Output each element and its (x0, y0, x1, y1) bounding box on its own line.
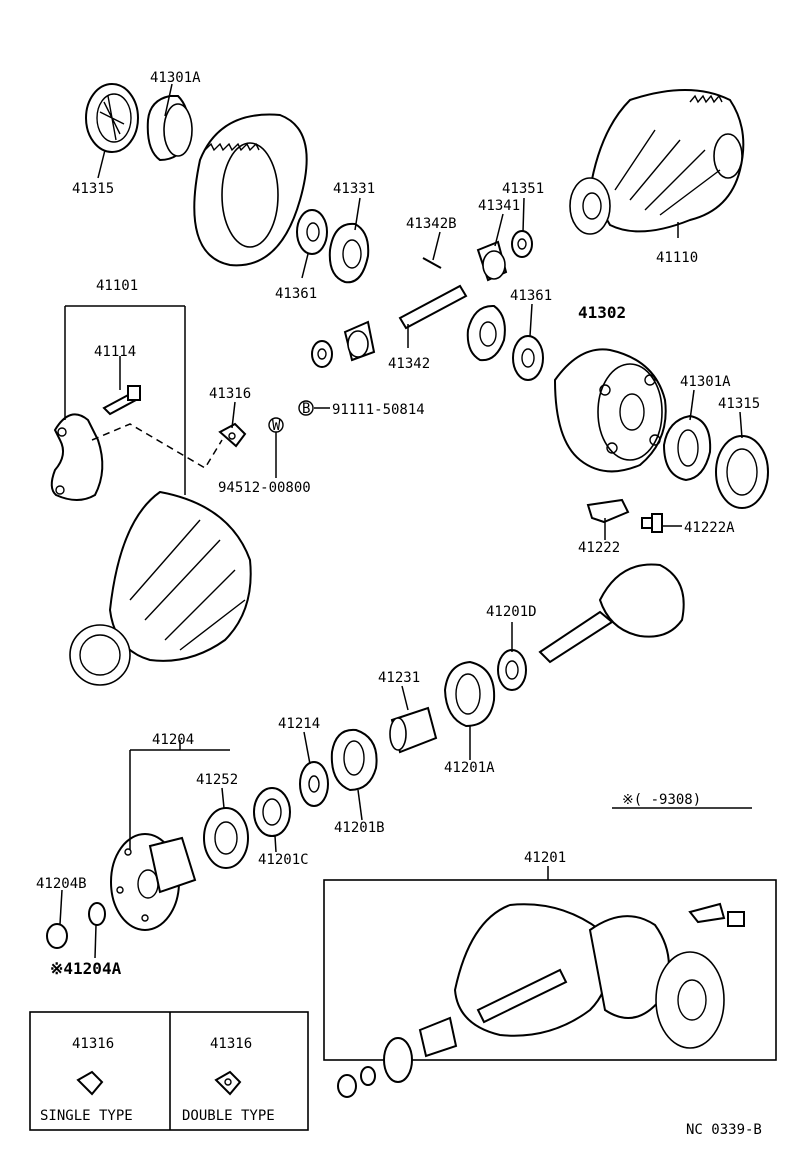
label-41331: 41331 (333, 181, 375, 197)
label-41361-right: 41361 (510, 288, 552, 304)
lock-plate-41316 (218, 422, 247, 448)
ring-gear (193, 113, 308, 267)
label-single-type: SINGLE TYPE (40, 1108, 133, 1124)
pinion-assembly-box (323, 879, 777, 1098)
label-diagram-code: NC 0339-B (686, 1122, 762, 1138)
bearing-cap-41101 (50, 413, 104, 501)
differential-housing-41101 (69, 490, 252, 686)
label-41342B: 41342B (406, 216, 457, 232)
bearing-cup-41301A-top (146, 95, 193, 162)
label-41231: 41231 (378, 670, 420, 686)
oil-seal-41315-top (85, 83, 139, 153)
oil-seal-41201C (253, 787, 291, 837)
bolt-41222A (641, 513, 663, 533)
label-41252: 41252 (196, 772, 238, 788)
label-41201B: 41201B (334, 820, 385, 836)
label-41201: 41201 (524, 850, 566, 866)
spacer-41231 (389, 706, 438, 754)
labels: 41301A 41315 41331 41342B 41341 41351 41… (36, 70, 762, 1138)
label-single-41316: 41316 (72, 1036, 114, 1052)
pinion-gear-41341 (476, 240, 508, 282)
washer-41204A (88, 902, 106, 926)
side-gear-41331 (328, 222, 370, 284)
label-41316-mid: 41316 (209, 386, 251, 402)
label-double-41316: 41316 (210, 1036, 252, 1052)
oil-seal-41315-right (715, 435, 769, 509)
label-91111-50814: 91111-50814 (332, 402, 425, 418)
side-gear-right (466, 304, 506, 362)
differential-carrier-41110 (569, 89, 745, 235)
label-41204A: ※41204A (50, 959, 122, 978)
label-b-symbol: B (302, 401, 310, 417)
label-41361-left: 41361 (275, 286, 317, 302)
drive-pinion (538, 563, 685, 664)
pin-41342B (422, 257, 442, 269)
label-note-range: ※( -9308) (622, 792, 701, 808)
label-41222: 41222 (578, 540, 620, 556)
pinion-shaft-41342 (398, 284, 468, 330)
label-41204: 41204 (152, 732, 194, 748)
spacer-41201D (497, 649, 527, 691)
label-41201D: 41201D (486, 604, 537, 620)
dust-deflector-41252 (203, 807, 249, 869)
thrust-washer-41361-left (296, 209, 328, 255)
label-41201C: 41201C (258, 852, 309, 868)
label-41301A-top: 41301A (150, 70, 201, 86)
label-94512-00800: 94512-00800 (218, 480, 311, 496)
label-41114: 41114 (94, 344, 136, 360)
pinion-gear-left (343, 320, 376, 362)
bearing-41201A (443, 660, 496, 728)
label-double-type: DOUBLE TYPE (182, 1108, 275, 1124)
companion-flange-41204 (110, 833, 197, 931)
label-41101: 41101 (96, 278, 138, 294)
bearing-cup-41301A-right (662, 414, 712, 482)
label-41315-top: 41315 (72, 181, 114, 197)
bearing-41201B (330, 728, 378, 792)
bolt-symbol-b (298, 400, 314, 416)
label-w-symbol: W (272, 418, 281, 434)
label-41351: 41351 (502, 181, 544, 197)
label-41214: 41214 (278, 716, 320, 732)
differential-case-41302 (553, 348, 667, 473)
washer-41351 (511, 230, 533, 258)
nut-41204B (46, 923, 68, 949)
label-41301A-right: 41301A (680, 374, 731, 390)
label-41315-right: 41315 (718, 396, 760, 412)
washer-small-left (311, 340, 333, 368)
bolt-41114 (102, 385, 141, 416)
leader-lines (59, 83, 752, 959)
label-41110: 41110 (656, 250, 698, 266)
adjusting-lock-41222 (586, 498, 630, 524)
label-41222A: 41222A (684, 520, 735, 536)
label-41204B: 41204B (36, 876, 87, 892)
type-legend-box (29, 1011, 309, 1131)
label-41341: 41341 (478, 198, 520, 214)
thrust-washer-41361-right (512, 335, 544, 381)
label-41342: 41342 (388, 356, 430, 372)
label-41201A: 41201A (444, 760, 495, 776)
label-41302: 41302 (578, 303, 626, 322)
washer-41214 (299, 761, 329, 807)
